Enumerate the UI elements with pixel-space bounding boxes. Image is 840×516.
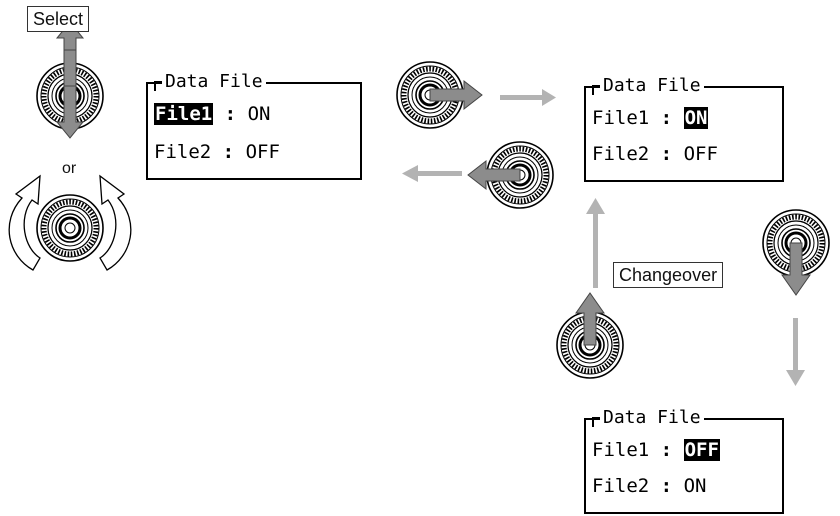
file1-name: File1 [154, 103, 214, 125]
separator: : [660, 439, 673, 461]
file2-value: OFF [245, 141, 280, 163]
screen-title: Data File [592, 76, 776, 96]
screen-title: Data File [154, 72, 354, 92]
flow-arrow-icon [586, 198, 605, 288]
lcd-screen-file1-on: Data File File1 : ON File2 : OFF [584, 76, 784, 182]
screen-title: Data File [592, 408, 776, 428]
rotary-knob-icon [763, 210, 829, 296]
flow-arrow-icon [500, 89, 556, 106]
rotary-knob-icon [37, 195, 103, 261]
file1-value: ON [683, 107, 709, 129]
lcd-screen-select: Data File File1 : ON File2 : OFF [146, 72, 362, 180]
separator: : [224, 103, 237, 125]
screen-title-text: Data File [600, 408, 704, 428]
rotary-knob-icon [467, 142, 553, 208]
file1-value: ON [247, 103, 271, 125]
file2-value: OFF [683, 143, 718, 165]
separator: : [660, 143, 673, 165]
file2-name: File2 [592, 143, 650, 165]
file2-name: File2 [592, 475, 650, 497]
flow-arrow-icon [786, 318, 805, 386]
or-label: or [62, 160, 77, 177]
file2-row: File2 : ON [592, 474, 706, 498]
lcd-screen-file1-off: Data File File1 : OFF File2 : ON [584, 408, 784, 514]
select-label: Select [27, 6, 90, 32]
changeover-label: Changeover [613, 262, 724, 288]
rotary-knob-icon [37, 21, 103, 139]
file2-row: File2 : OFF [592, 142, 718, 166]
rotary-knob-icon [557, 292, 623, 378]
file2-value: ON [683, 475, 707, 497]
file1-row: File1 : ON [154, 102, 270, 126]
flow-arrow-icon [402, 165, 462, 182]
separator: : [222, 141, 235, 163]
file1-name: File1 [592, 107, 650, 129]
file2-name: File2 [154, 141, 212, 163]
file1-value: OFF [683, 439, 720, 461]
file1-row: File1 : OFF [592, 438, 720, 462]
screen-title-text: Data File [600, 76, 704, 96]
separator: : [660, 107, 673, 129]
screen-title-text: Data File [162, 72, 266, 92]
curved-arrow-icon [8, 174, 41, 271]
separator: : [660, 475, 673, 497]
file1-name: File1 [592, 439, 650, 461]
file1-row: File1 : ON [592, 106, 709, 130]
file2-row: File2 : OFF [154, 140, 280, 164]
rotary-knob-icon [397, 62, 483, 128]
curved-arrow-icon [99, 174, 132, 271]
